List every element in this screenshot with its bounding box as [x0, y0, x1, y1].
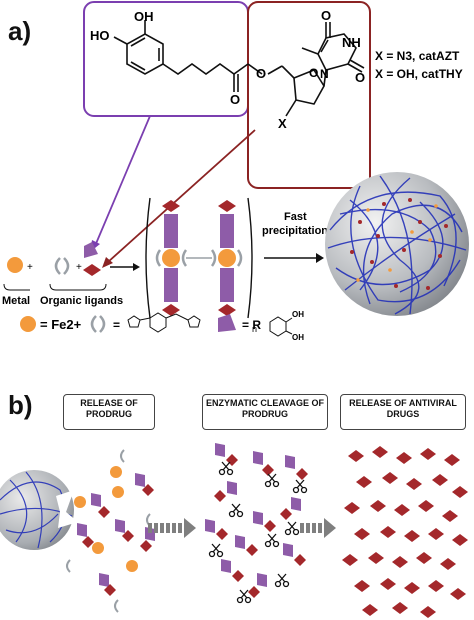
catechol-oh-2: HO — [90, 28, 110, 43]
legend-bix-structure — [127, 312, 201, 333]
scissors-icons — [208, 461, 308, 604]
panel-b-diagram — [0, 443, 468, 618]
ligands-label: Organic ligands — [40, 295, 123, 307]
legend-x-thy: X = OH, catTHY — [375, 67, 463, 81]
legend-oh-bottom: OH — [292, 333, 304, 342]
panel-a-label: a) — [8, 16, 32, 46]
polymer-subscript-n: n — [252, 324, 257, 334]
polymer-bracket-right — [247, 197, 253, 319]
step-enzymatic-cleavage: ENZYMATIC CLEAVAGE OF PRODRUG — [202, 394, 328, 430]
thymine-n: N — [320, 67, 329, 81]
catechol-ring — [113, 20, 263, 92]
progress-arrow-1 — [148, 518, 196, 538]
legend-bix-ligand — [90, 315, 97, 333]
legend-fe-sphere — [20, 316, 36, 332]
panel-a-diagram: OH HO O O O O NH N O X X = N3, catAZT X … — [2, 1, 469, 342]
polymer-chain — [155, 200, 243, 316]
legend-catechol-ligand — [218, 314, 236, 332]
nanoparticle-sphere — [325, 172, 469, 316]
metal-label: Metal — [2, 295, 30, 307]
ester-carbonyl-o: O — [230, 92, 240, 107]
legend-x-azt: X = N3, catAZT — [375, 49, 460, 63]
progress-arrow-2 — [300, 518, 336, 538]
svg-text:+: + — [76, 262, 82, 273]
step-release-antiviral: RELEASE OF ANTIVIRAL DRUGS — [340, 394, 466, 430]
thymine-o-right: O — [355, 70, 365, 85]
svg-text:+: + — [27, 262, 33, 273]
substituent-x: X — [278, 116, 287, 131]
catechol-oh-1: OH — [134, 9, 154, 24]
fast-label: Fast — [284, 211, 307, 223]
legend-bix-equals: = — [113, 318, 120, 332]
released-components — [66, 449, 155, 613]
nucleoside-structure — [267, 22, 365, 117]
polymer-bracket-left — [145, 197, 151, 319]
burst — [56, 490, 78, 528]
catechol-ligand — [84, 242, 98, 258]
bix-ligand — [54, 257, 61, 275]
drug-diamond — [83, 264, 101, 276]
panel-b-label: b) — [8, 390, 33, 420]
fe-sphere — [7, 257, 23, 273]
released-drugs — [342, 446, 468, 618]
step-release-prodrug: RELEASE OF PRODRUG — [63, 394, 155, 430]
precipitation-label: precipitation — [262, 225, 328, 237]
ester-o: O — [256, 66, 266, 81]
sugar-o: O — [309, 66, 318, 80]
cleavage-fragments — [205, 443, 308, 598]
catechol-box — [83, 1, 249, 117]
thymine-o-top: O — [321, 8, 331, 23]
nanoparticle-particles — [350, 198, 448, 290]
red-arrow — [107, 129, 256, 263]
thymine-nh: NH — [342, 35, 361, 50]
legend-catechol-equals: = R — [242, 318, 261, 332]
nanoparticle-fibers — [327, 175, 467, 315]
legend-oh-top: OH — [292, 310, 304, 319]
purple-arrow — [94, 115, 151, 247]
legend-fe-label: = Fe2+ — [40, 317, 82, 332]
nucleoside-box — [247, 1, 371, 189]
